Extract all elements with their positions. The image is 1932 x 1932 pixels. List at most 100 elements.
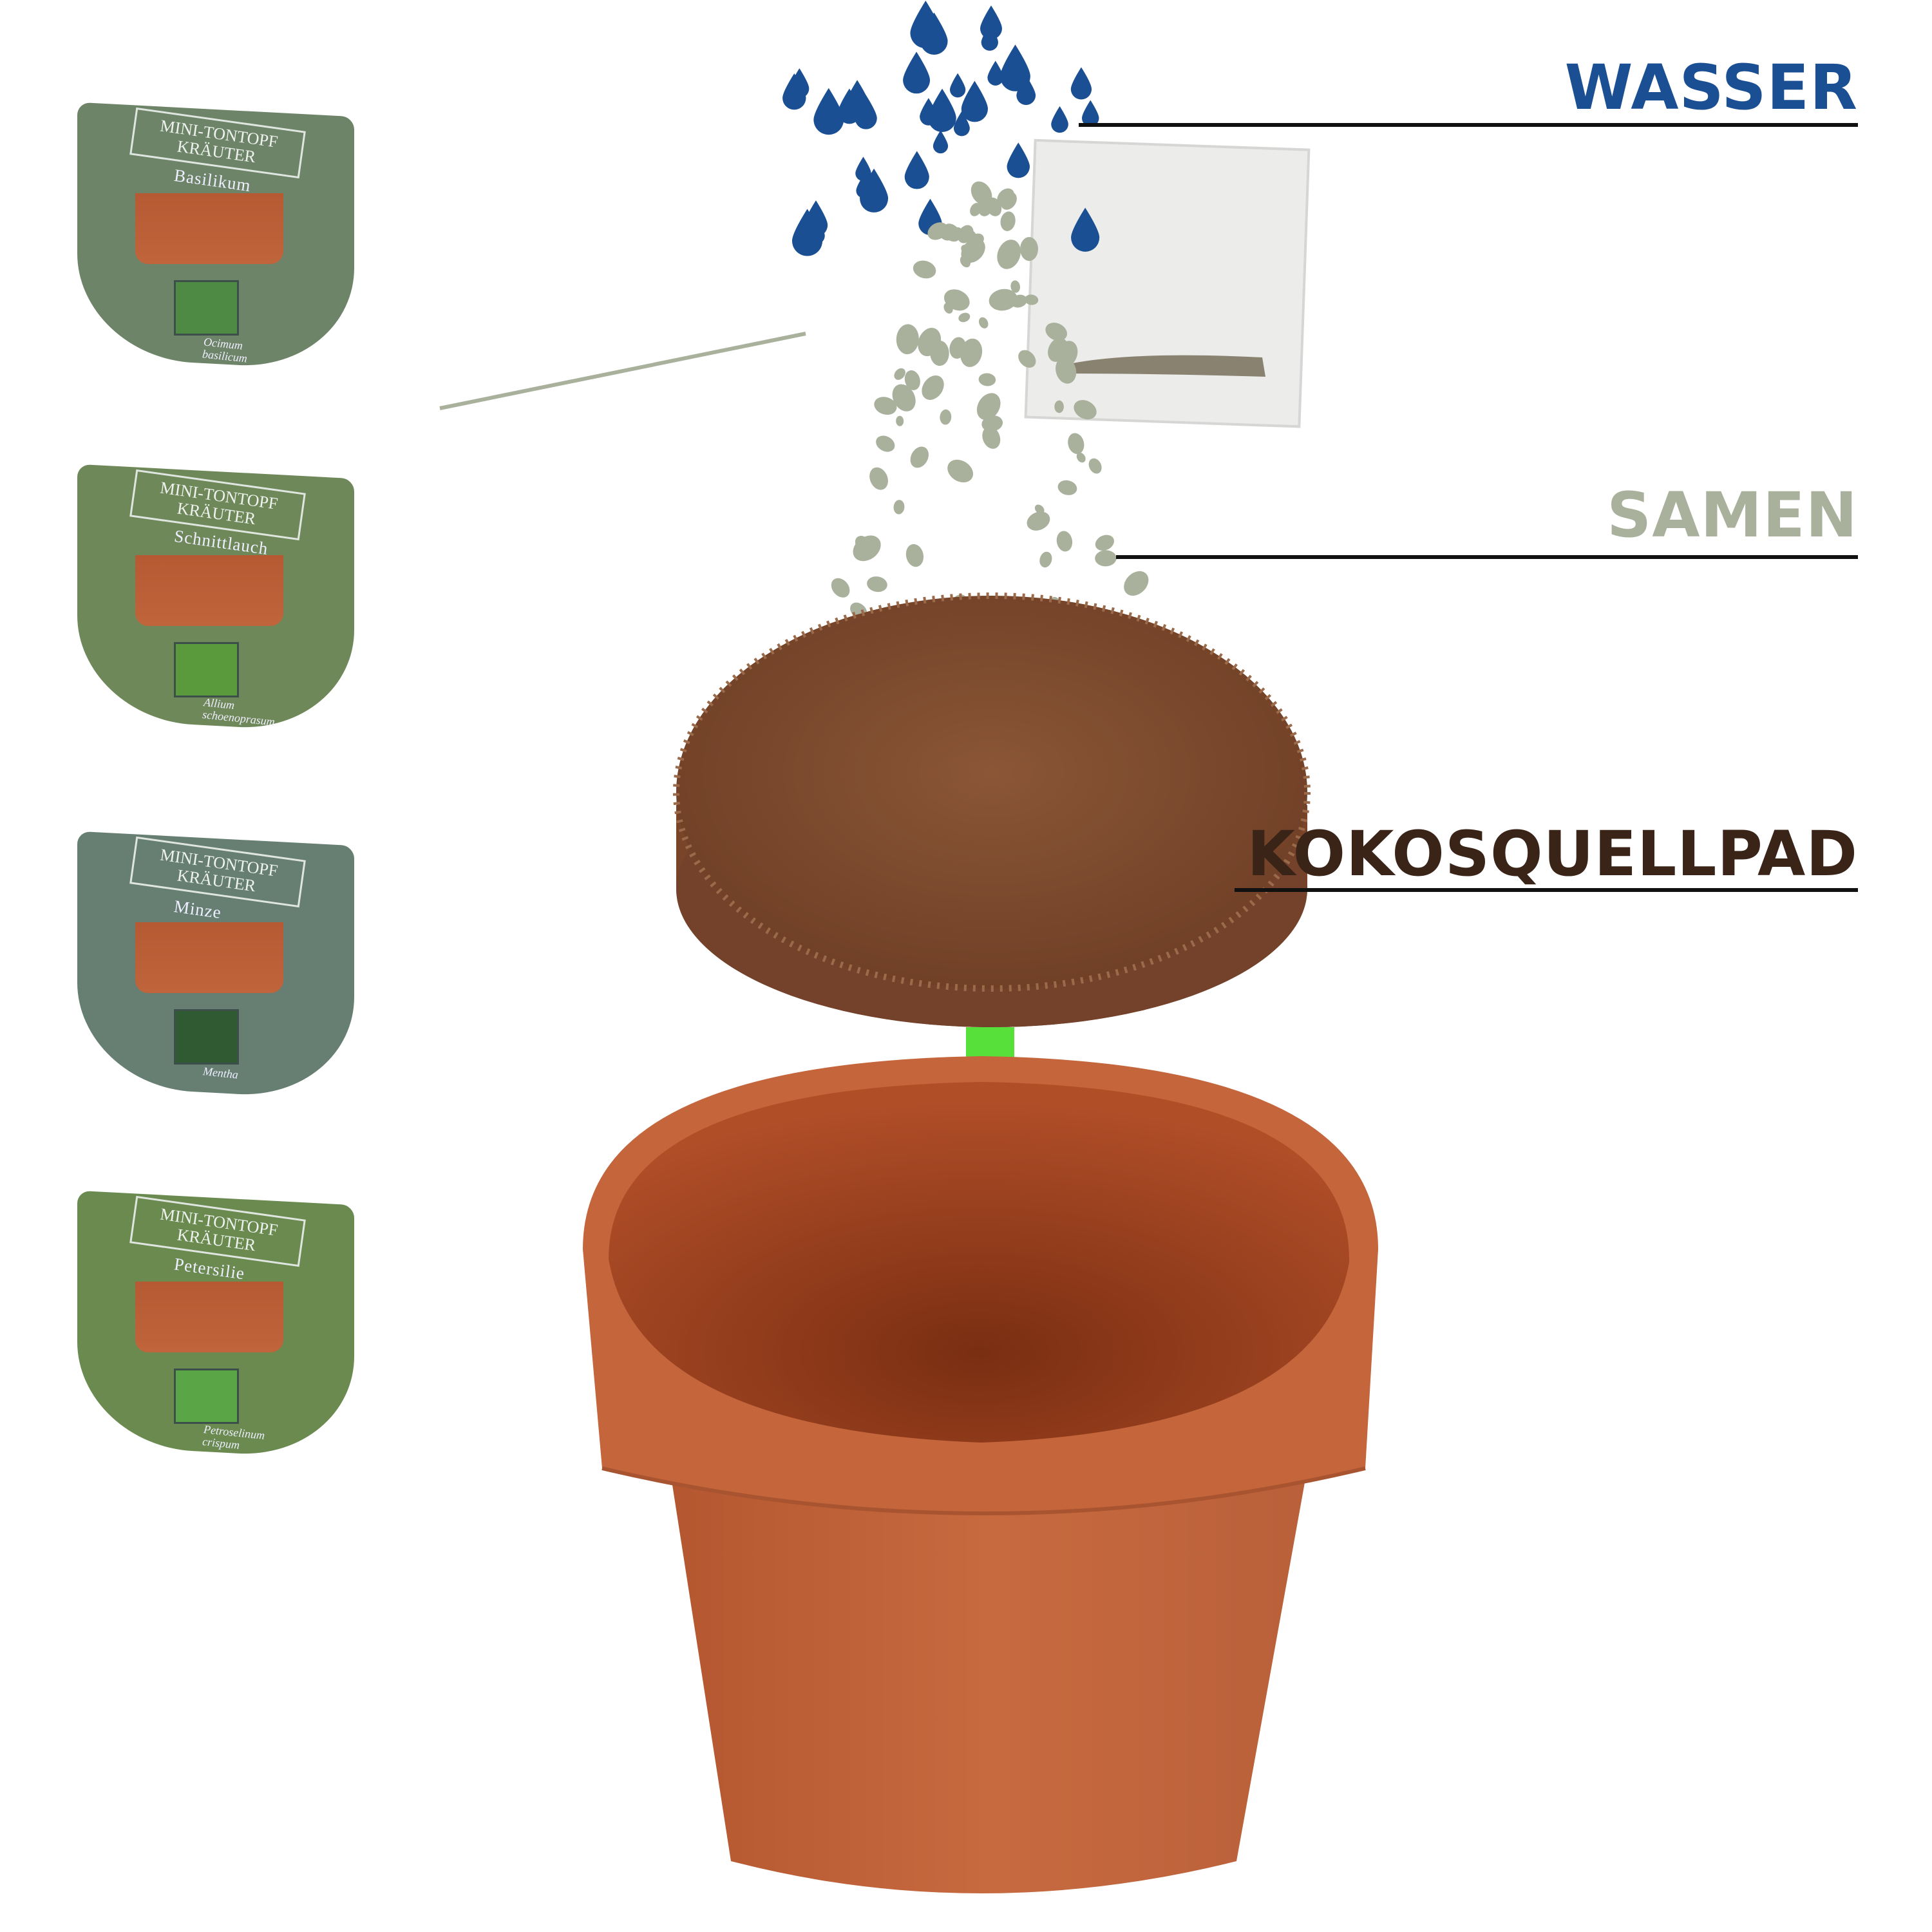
seed [1000,211,1016,231]
seed [1068,433,1084,454]
seed [949,337,967,359]
seed [1020,237,1038,261]
seed [869,467,888,490]
seed [1000,192,1017,210]
coco-pad [673,592,1311,1027]
water-drop [933,130,949,154]
water-drop [1016,75,1036,105]
seed [892,384,916,412]
seed [1045,323,1067,341]
seed [1027,511,1050,531]
seed [1056,341,1078,368]
seed [893,500,905,515]
water-drop [949,73,966,98]
water-drop [1070,67,1092,100]
water-drop [1000,44,1030,91]
seed [867,576,887,592]
seed [918,328,942,357]
seed [904,370,920,390]
seed [922,375,944,400]
seed [910,446,929,468]
seed [894,368,905,380]
herb-image [174,642,239,697]
water-drop [961,80,989,122]
water-drop [844,80,870,120]
label-water: WASSER [1564,52,1858,124]
seed [1088,458,1102,474]
seed [913,260,936,279]
water-drop [791,209,823,256]
water-drop [981,24,998,51]
seed [947,459,974,483]
label-coco-pad: KOKOSQUELLPAD [1247,818,1858,890]
seed [997,240,1021,269]
seed [1074,400,1097,420]
seed [940,226,958,241]
seed [958,312,971,323]
water-drop [904,151,929,189]
seed [968,233,984,248]
water-drop [808,217,825,245]
seed [1054,400,1064,413]
seed [876,435,895,452]
seed [978,317,989,328]
seed [976,393,1001,421]
seed [1010,280,1020,293]
rule-coco-pad [1235,888,1858,892]
rule-water [1079,123,1858,127]
seed [1095,535,1114,551]
seed [896,324,919,355]
seed [1056,531,1073,552]
water-drops [782,1,1100,256]
pointer-line [439,332,806,410]
herb-image [174,1009,239,1065]
water-drop [782,73,806,110]
clay-pot [583,1056,1378,1893]
water-drop [855,156,871,182]
label-seeds: SAMEN [1607,479,1858,551]
seed [989,289,1018,311]
water-drop [987,61,1004,86]
water-drop [953,111,970,137]
rule-seeds [1116,555,1858,559]
water-drop [1071,207,1100,252]
pot-window [135,1282,283,1352]
seed [978,373,996,386]
seed [1039,551,1052,568]
seed [961,244,971,255]
seed [831,578,850,598]
herb-image [174,1368,239,1424]
seed-packet [1024,138,1311,428]
seed [1034,504,1045,514]
seed [960,255,971,268]
seed [896,415,904,426]
water-drop [903,52,931,94]
seed [874,397,897,415]
pot-window [135,922,283,993]
seed [1024,294,1039,305]
water-drop [813,88,844,135]
herb-image [174,280,239,336]
seed [1076,452,1086,463]
water-drop [920,12,948,55]
water-drop [1081,100,1099,127]
water-drop [1007,142,1030,178]
seed [853,535,881,562]
water-drop [1051,106,1068,133]
pot-window [135,555,283,626]
water-drop [920,98,938,126]
seed [905,544,924,567]
seed [1057,480,1077,495]
seed [1124,571,1149,596]
seed [1018,350,1036,368]
seed [1095,550,1117,567]
pot-window [135,193,283,264]
seed [982,426,1001,449]
water-drop [860,168,889,213]
